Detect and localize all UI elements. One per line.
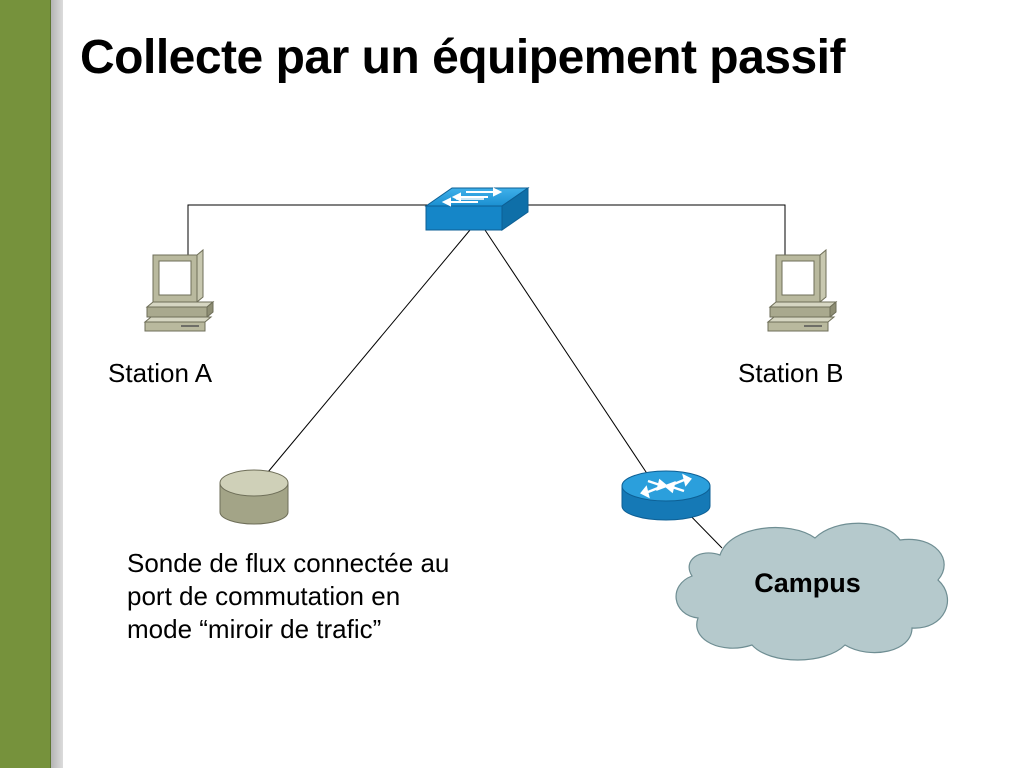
station-b-label: Station B [738, 358, 844, 388]
cloud-icon [675, 522, 949, 661]
link-switch-router [484, 229, 651, 479]
slide-title: Collecte par un équipement passif [80, 31, 846, 84]
link-station-a-switch [187, 204, 428, 255]
probe-description-line: Sonde de flux connectée au [127, 548, 450, 578]
sidebar-accent-bar [0, 0, 51, 768]
link-station-b-switch [527, 204, 786, 255]
computer-icon [143, 248, 215, 332]
probe-description-line: mode “miroir de trafic” [127, 614, 382, 644]
computer-icon [766, 248, 838, 332]
sidebar-shadow-bar [51, 0, 63, 768]
switch-icon [424, 187, 530, 231]
probe-description-line: port de commutation en [127, 581, 401, 611]
link-switch-probe [267, 229, 471, 473]
database-cylinder-icon [219, 469, 289, 525]
cloud-label: Campus [754, 568, 861, 598]
router-icon [621, 470, 711, 521]
connections [187, 204, 786, 549]
station-a-label: Station A [108, 358, 213, 388]
probe-description: Sonde de flux connectée au port de commu… [127, 547, 567, 646]
